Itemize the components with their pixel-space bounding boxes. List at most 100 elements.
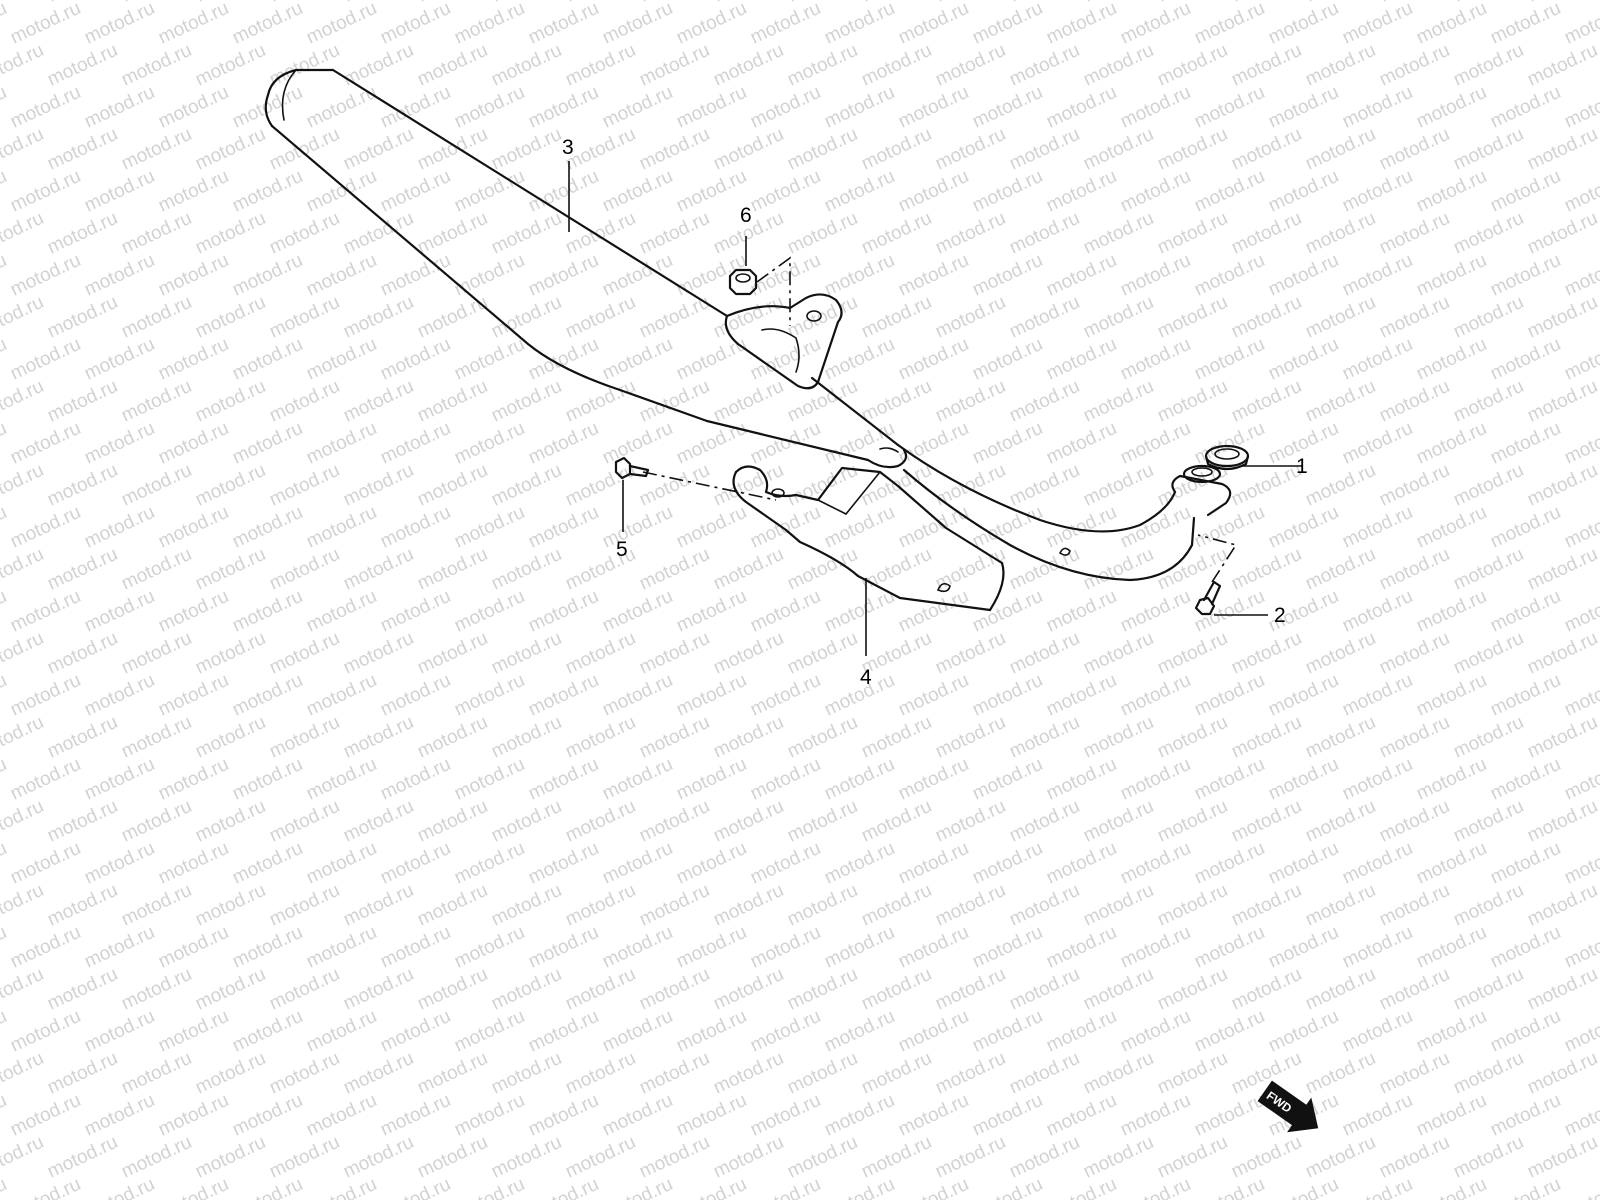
watermark-text: motod.ru	[784, 628, 861, 679]
watermark-text: motod.ru	[1339, 586, 1416, 637]
watermark-text: motod.ru	[1154, 40, 1231, 91]
watermark-text: motod.ru	[377, 82, 454, 133]
watermark-text: motod.ru	[192, 544, 269, 595]
watermark-text: motod.ru	[562, 964, 639, 1015]
watermark-text: motod.ru	[229, 838, 306, 889]
watermark-text: motod.ru	[118, 292, 195, 343]
watermark-text: motod.ru	[599, 1006, 676, 1057]
watermark-text: motod.ru	[562, 1048, 639, 1099]
watermark-text: motod.ru	[1524, 376, 1600, 427]
watermark-text: motod.ru	[1154, 796, 1231, 847]
watermark-text: motod.ru	[1043, 586, 1120, 637]
leader-lines	[568, 161, 1302, 656]
watermark-text: motod.ru	[451, 670, 528, 721]
watermark-text: motod.ru	[673, 334, 750, 385]
watermark-text: motod.ru	[1450, 628, 1527, 679]
watermark-text: motod.ru	[1450, 124, 1527, 175]
watermark-text: motod.ru	[1043, 922, 1120, 973]
watermark-text: motod.ru	[1450, 0, 1527, 7]
watermark-text: motod.ru	[1080, 628, 1157, 679]
watermark-text: motod.ru	[932, 376, 1009, 427]
watermark-text: motod.ru	[0, 586, 10, 637]
watermark-text: motod.ru	[1228, 124, 1305, 175]
watermark-text: motod.ru	[1302, 1132, 1379, 1183]
watermark-text: motod.ru	[1117, 166, 1194, 217]
watermark-text: motod.ru	[932, 124, 1009, 175]
watermark-text: motod.ru	[1117, 754, 1194, 805]
watermark-text: motod.ru	[784, 796, 861, 847]
watermark-text: motod.ru	[155, 250, 232, 301]
watermark-text: motod.ru	[44, 964, 121, 1015]
watermark-text: motod.ru	[1561, 502, 1600, 553]
watermark-text: motod.ru	[229, 502, 306, 553]
watermark-text: motod.ru	[414, 40, 491, 91]
watermark-text: motod.ru	[784, 292, 861, 343]
watermark-text: motod.ru	[118, 376, 195, 427]
watermark-text: motod.ru	[1450, 712, 1527, 763]
watermark-text: motod.ru	[1302, 880, 1379, 931]
watermark-text: motod.ru	[821, 0, 898, 49]
watermark-text: motod.ru	[784, 712, 861, 763]
watermark-text: motod.ru	[1080, 376, 1157, 427]
watermark-text: motod.ru	[1450, 40, 1527, 91]
watermark-text: motod.ru	[0, 1132, 47, 1183]
watermark-text: motod.ru	[858, 1132, 935, 1183]
watermark-text: motod.ru	[1154, 0, 1231, 7]
watermark-text: motod.ru	[229, 1090, 306, 1141]
watermark-text: motod.ru	[710, 124, 787, 175]
watermark-text: motod.ru	[1265, 838, 1342, 889]
watermark-text: motod.ru	[1006, 544, 1083, 595]
watermark-text: motod.ru	[895, 670, 972, 721]
watermark-text: motod.ru	[858, 880, 935, 931]
watermark-text: motod.ru	[414, 124, 491, 175]
gasket	[1204, 444, 1250, 471]
watermark-text: motod.ru	[1302, 0, 1379, 7]
watermark-text: motod.ru	[1487, 838, 1564, 889]
watermark-text: motod.ru	[44, 40, 121, 91]
watermark-text: motod.ru	[562, 292, 639, 343]
watermark-text: motod.ru	[858, 40, 935, 91]
watermark-text: motod.ru	[340, 1132, 417, 1183]
watermark-text: motod.ru	[1154, 712, 1231, 763]
watermark-text: motod.ru	[895, 250, 972, 301]
watermark-text: motod.ru	[1376, 208, 1453, 259]
watermark-text: motod.ru	[377, 418, 454, 469]
watermark-text: motod.ru	[266, 0, 343, 7]
watermark-text: motod.ru	[747, 670, 824, 721]
watermark-text: motod.ru	[636, 544, 713, 595]
watermark-text: motod.ru	[1117, 1090, 1194, 1141]
watermark-text: motod.ru	[451, 250, 528, 301]
watermark-text: motod.ru	[562, 460, 639, 511]
watermark-text: motod.ru	[155, 1090, 232, 1141]
watermark-text: motod.ru	[858, 376, 935, 427]
watermark-text: motod.ru	[0, 922, 10, 973]
watermark-text: motod.ru	[192, 964, 269, 1015]
watermark-text: motod.ru	[673, 1090, 750, 1141]
watermark-text: motod.ru	[377, 922, 454, 973]
watermark-text: motod.ru	[858, 1048, 935, 1099]
watermark-text: motod.ru	[377, 670, 454, 721]
watermark-text: motod.ru	[525, 1006, 602, 1057]
watermark-text: motod.ru	[1006, 40, 1083, 91]
watermark-text: motod.ru	[81, 1090, 158, 1141]
watermark-text: motod.ru	[525, 82, 602, 133]
watermark-text: motod.ru	[1265, 166, 1342, 217]
watermark-text: motod.ru	[451, 1006, 528, 1057]
watermark-text: motod.ru	[525, 1090, 602, 1141]
watermark-text: motod.ru	[1450, 1048, 1527, 1099]
watermark-text: motod.ru	[155, 1006, 232, 1057]
watermark-text: motod.ru	[0, 334, 10, 385]
watermark-text: motod.ru	[747, 586, 824, 637]
watermark-text: motod.ru	[1339, 0, 1416, 49]
watermark-text: motod.ru	[858, 292, 935, 343]
watermark-text: motod.ru	[969, 922, 1046, 973]
watermark-text: motod.ru	[969, 754, 1046, 805]
watermark-text: motod.ru	[1080, 208, 1157, 259]
watermark-text: motod.ru	[1154, 376, 1231, 427]
watermark-text: motod.ru	[414, 376, 491, 427]
watermark-text: motod.ru	[1006, 208, 1083, 259]
watermark-text: motod.ru	[1376, 964, 1453, 1015]
watermark-text: motod.ru	[7, 1006, 84, 1057]
watermark-text: motod.ru	[821, 754, 898, 805]
watermark-text: motod.ru	[1043, 1174, 1120, 1200]
